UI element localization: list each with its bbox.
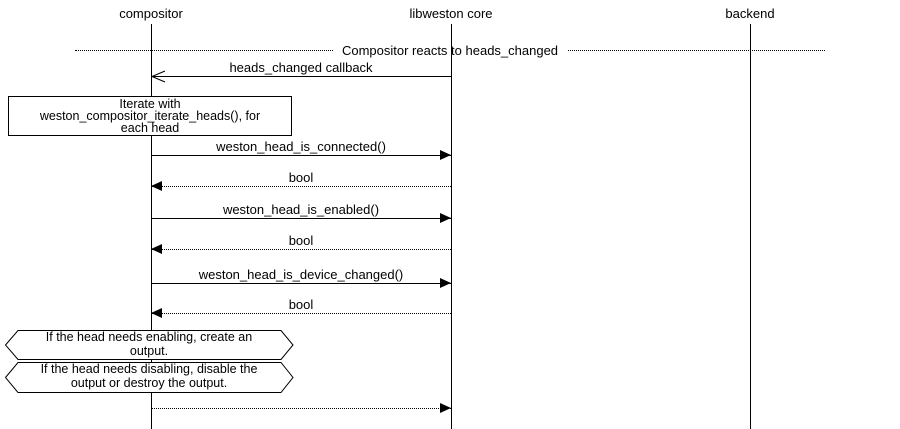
filled-arrowhead-left-icon (151, 244, 162, 254)
lifeline-backend (750, 24, 751, 429)
condition-line: If the head needs disabling, disable the (40, 362, 258, 376)
condition-shape-enabling (5, 330, 294, 360)
filled-arrowhead-right-icon (440, 278, 451, 288)
filled-arrowhead-right-icon (440, 150, 451, 160)
message-line-final-return (151, 408, 451, 409)
message-label-weston-head-is-enabled: weston_head_is_enabled() (222, 202, 380, 217)
return-line-bool-1 (151, 186, 451, 187)
open-arrowhead-left-icon (151, 70, 166, 83)
lifeline-compositor (151, 24, 152, 429)
actor-label-compositor: compositor (119, 6, 183, 21)
message-line-weston-head-is-enabled (151, 218, 451, 219)
condition-line: If the head needs enabling, create an (45, 330, 253, 344)
note-iterate-heads: Iterate with weston_compositor_iterate_h… (8, 96, 292, 136)
message-label-weston-head-is-connected: weston_head_is_connected() (216, 139, 386, 154)
note-line: each head (120, 121, 180, 136)
message-label-weston-head-is-device-changed: weston_head_is_device_changed() (198, 267, 404, 282)
actor-label-backend: backend (725, 6, 775, 21)
divider-line-right (568, 50, 825, 51)
note-line: Iterate with (119, 97, 181, 111)
condition-disabling: If the head needs disabling, disable the… (5, 362, 293, 390)
return-label-bool-3: bool (288, 297, 314, 312)
condition-shape-disabling (5, 362, 294, 393)
filled-arrowhead-right-icon (440, 213, 451, 223)
lifeline-libweston-core (451, 24, 452, 429)
message-line-weston-head-is-connected (151, 155, 451, 156)
condition-enabling: If the head needs enabling, create an ou… (5, 330, 293, 358)
note-line: weston_compositor_iterate_heads(), for (39, 109, 261, 124)
return-line-bool-2 (151, 249, 451, 250)
divider-title: Compositor reacts to heads_changed (341, 43, 559, 58)
return-label-bool-1: bool (288, 170, 314, 185)
actor-label-libweston-core: libweston core (409, 6, 493, 21)
filled-arrowhead-right-icon (440, 403, 451, 413)
return-label-bool-2: bool (288, 233, 314, 248)
divider-line-left (75, 50, 333, 51)
return-line-bool-3 (151, 313, 451, 314)
filled-arrowhead-left-icon (151, 308, 162, 318)
message-line-weston-head-is-device-changed (151, 283, 451, 284)
message-line-heads-changed-callback (151, 76, 451, 77)
filled-arrowhead-left-icon (151, 181, 162, 191)
message-label-heads-changed-callback: heads_changed callback (229, 60, 373, 75)
condition-line: output. (129, 343, 169, 358)
condition-line: output or destroy the output. (70, 375, 228, 390)
